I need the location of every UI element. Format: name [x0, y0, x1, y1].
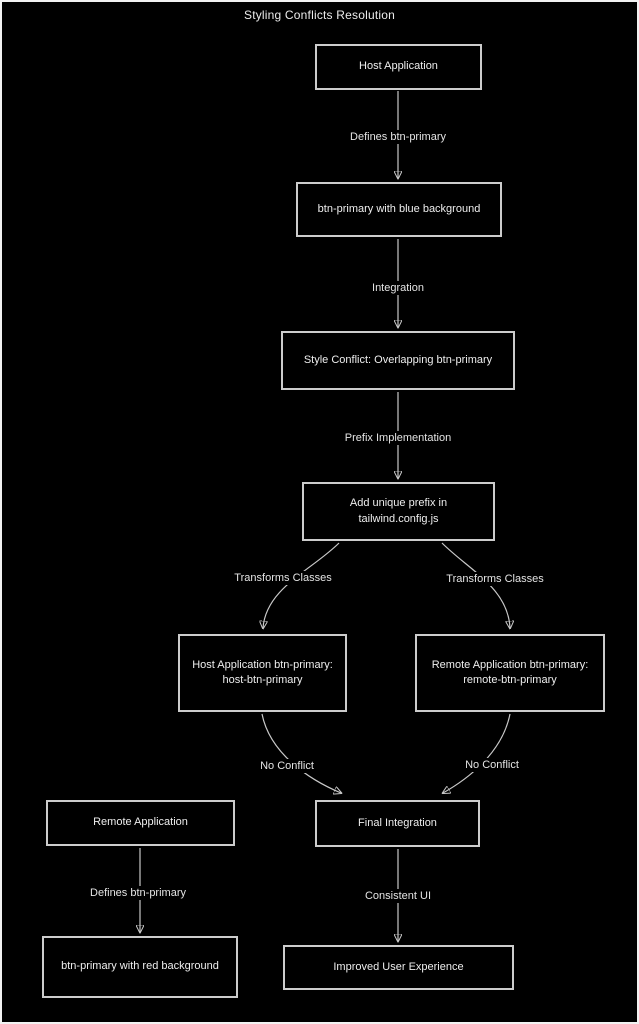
node-remote-btn-primary: Remote Application btn-primary: remote-b… — [415, 634, 605, 712]
diagram-title: Styling Conflicts Resolution — [243, 8, 395, 22]
node-label: Remote Application — [93, 816, 188, 829]
edge-label-prefix-implementation: Prefix Implementation — [340, 431, 456, 445]
node-btn-primary-red-background: btn-primary with red background — [42, 936, 238, 998]
node-btn-primary-blue-background: btn-primary with blue background — [296, 182, 502, 237]
node-label: Host Application — [359, 60, 438, 73]
edge-label-no-conflict-left: No Conflict — [256, 759, 318, 773]
node-label: Style Conflict: Overlapping btn-primary — [303, 353, 493, 366]
node-label-line2: remote-btn-primary — [463, 674, 557, 686]
edge-label-consistent-ui: Consistent UI — [360, 889, 436, 903]
node-label: Add unique prefix in tailwind.config.js — [349, 497, 448, 525]
node-improved-user-experience: Improved User Experience — [283, 945, 514, 990]
node-label-line1: Remote Application btn-primary: — [431, 658, 589, 671]
node-host-btn-primary: Host Application btn-primary: host-btn-p… — [178, 634, 347, 712]
node-final-integration: Final Integration — [315, 800, 480, 847]
edge-label-transforms-classes-left: Transforms Classes — [230, 571, 336, 585]
node-label: Improved User Experience — [333, 960, 464, 973]
edge-label-defines-btn-primary-remote: Defines btn-primary — [86, 886, 190, 900]
edge-prefix-to-hostbtn — [263, 542, 340, 628]
node-style-conflict: Style Conflict: Overlapping btn-primary — [281, 331, 515, 390]
node-label: btn-primary with red background — [61, 960, 219, 973]
node-label: Final Integration — [358, 816, 437, 829]
node-label-line2: host-btn-primary — [222, 674, 303, 686]
edge-label-integration: Integration — [368, 281, 428, 295]
node-label-line1: Host Application btn-primary: — [192, 658, 333, 671]
node-remote-application: Remote Application — [46, 800, 235, 846]
node-add-unique-prefix: Add unique prefix in tailwind.config.js — [302, 482, 495, 541]
edge-label-transforms-classes-right: Transforms Classes — [442, 572, 548, 586]
node-label: btn-primary with blue background — [317, 202, 481, 215]
edge-label-defines-btn-primary-host: Defines btn-primary — [346, 130, 450, 144]
edge-label-no-conflict-right: No Conflict — [461, 758, 523, 772]
edge-remotebtn-to-final — [443, 713, 511, 793]
node-host-application: Host Application — [315, 44, 482, 90]
edge-hostbtn-to-final — [261, 713, 341, 793]
